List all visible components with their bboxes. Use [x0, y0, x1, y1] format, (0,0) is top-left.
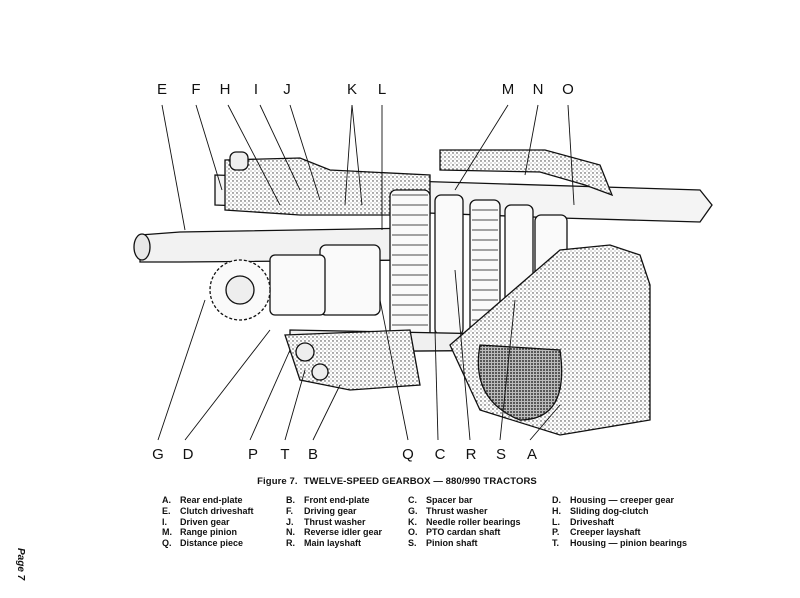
callout-label: J [283, 81, 291, 98]
legend-item: C.Spacer bar [408, 495, 473, 505]
callout-label: I [253, 81, 259, 98]
callout-label: Q [402, 446, 414, 463]
legend-item: N.Reverse idler gear [286, 527, 383, 538]
callout-label: S [495, 446, 507, 463]
callout-label: O [562, 81, 574, 98]
callout-label: A [526, 446, 538, 463]
parts-legend: A.Rear end-plate B.Front end-plate C.Spa… [162, 495, 722, 549]
callout-label: B [307, 446, 319, 463]
legend-item: A.Rear end-plate [162, 495, 243, 505]
callout-label: K [346, 81, 358, 98]
callout-label: N [532, 81, 544, 98]
figure-number: Figure 7. [257, 476, 298, 487]
callout-label: T [280, 446, 290, 463]
legend-item: D.Housing — creeper gear [552, 495, 675, 505]
callout-label: C [434, 446, 446, 463]
callout-label: R [465, 446, 477, 463]
figure-title: TWELVE-SPEED GEARBOX — 880/990 TRACTORS [303, 476, 537, 487]
callout-label: L [377, 81, 387, 98]
legend-item: R.Main layshaft [286, 538, 362, 549]
legend-item: G.Thrust washer [408, 505, 488, 516]
callout-label: D [182, 446, 194, 463]
legend-item: I.Driven gear [162, 516, 230, 527]
legend-item: Q.Distance piece [162, 538, 244, 549]
legend-item: B.Front end-plate [286, 495, 370, 505]
callout-label: E [156, 81, 168, 98]
legend-item: M.Range pinion [162, 527, 237, 538]
legend-item: P.Creeper layshaft [552, 527, 641, 538]
callout-label: G [152, 446, 164, 463]
callout-label: H [219, 81, 231, 98]
legend-item: K.Needle roller bearings [408, 516, 521, 527]
gearbox-cutaway-illustration [133, 104, 713, 441]
legend-item: H.Sliding dog-clutch [552, 505, 649, 516]
legend-item: F.Driving gear [286, 505, 357, 516]
legend-item: O.PTO cardan shaft [408, 527, 501, 538]
legend-item: S.Pinion shaft [408, 538, 478, 549]
callout-label: P [247, 446, 259, 463]
callout-label: F [191, 81, 201, 98]
callout-label: M [501, 81, 515, 98]
page-number: Page 7 [15, 548, 26, 581]
legend-item: E.Clutch driveshaft [162, 505, 254, 516]
legend-item: J.Thrust washer [286, 516, 366, 527]
figure-caption: Figure 7. TWELVE-SPEED GEARBOX — 880/990 … [0, 476, 800, 487]
legend-item: L.Driveshaft [552, 516, 615, 527]
legend-item: T.Housing — pinion bearings [552, 538, 687, 549]
